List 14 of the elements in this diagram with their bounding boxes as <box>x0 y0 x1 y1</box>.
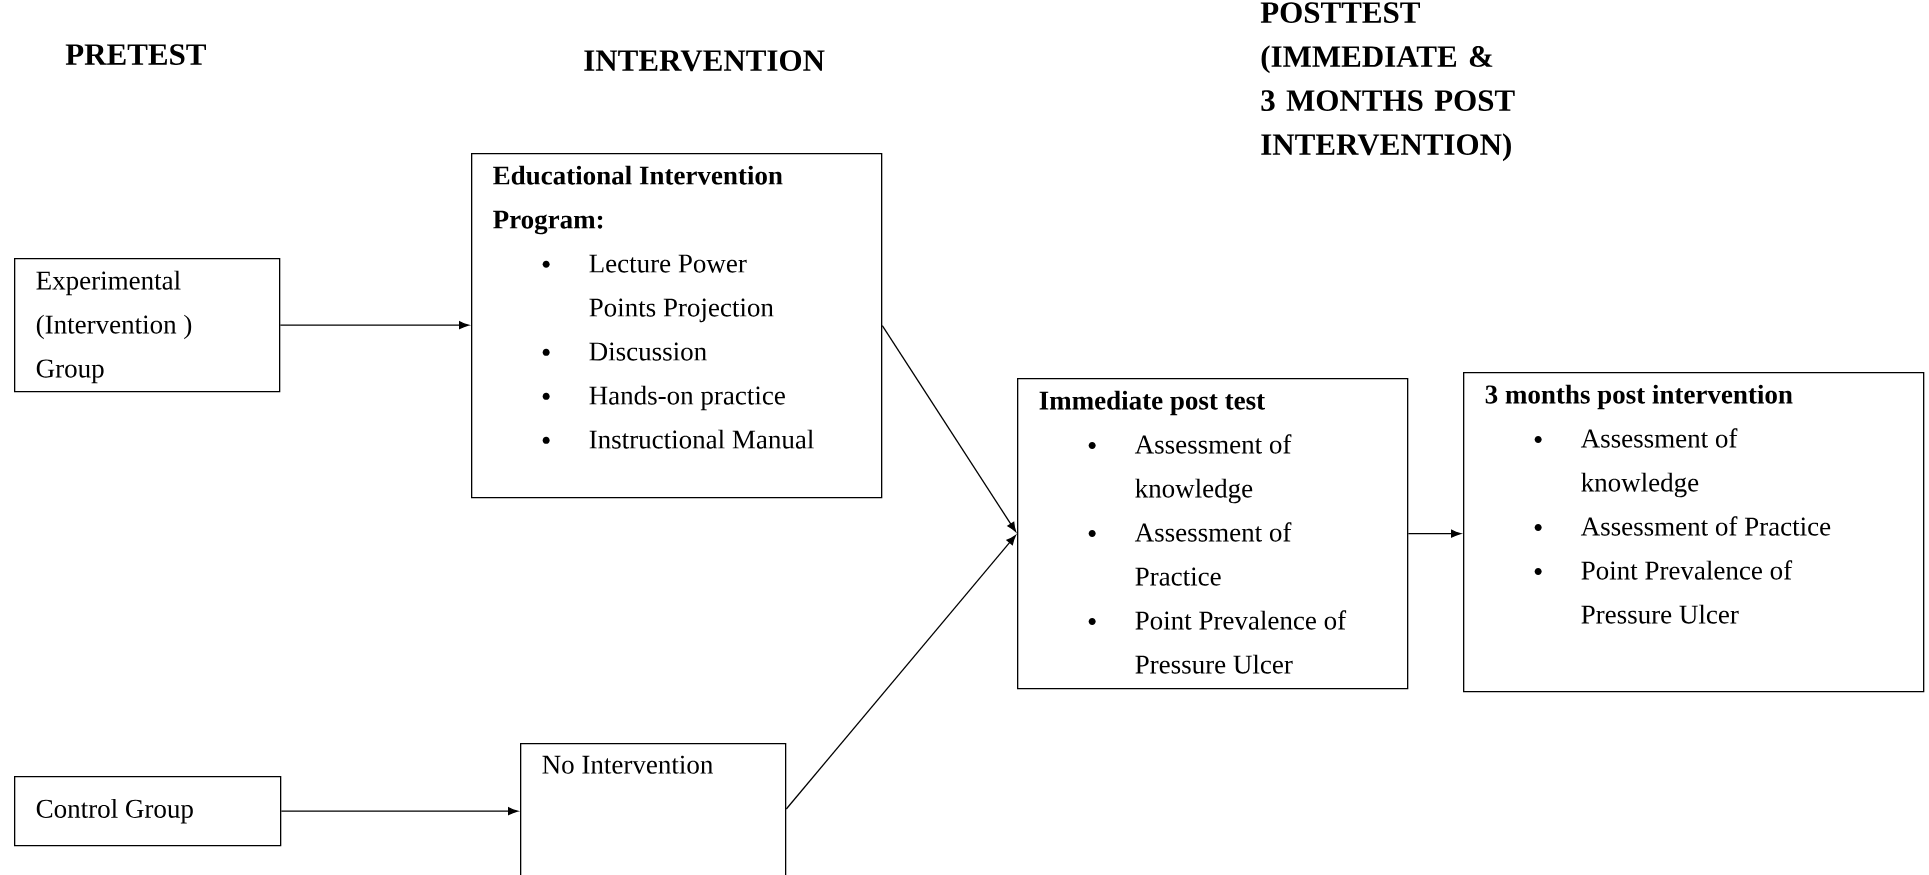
process-box: No Intervention <box>520 743 787 875</box>
process-box: Experimental (Intervention ) Group <box>14 258 281 393</box>
process-box: Educational Intervention Program: Lecture Power Points Projection Discussion Hands-on practice Instructional Manual <box>471 153 883 499</box>
column-heading: INTERVENTION <box>584 50 825 72</box>
arrow <box>280 807 518 816</box>
column-heading: POSTTEST (IMMEDIATE & 3 MONTHS POST INTERVENTION) <box>1260 2 1515 162</box>
column-heading: PRETEST <box>65 44 206 65</box>
process-box: 3 months post intervention Assessment of knowledge Assessment of Practice Point Prevalence of Pressure Ulcer <box>1463 372 1925 693</box>
arrow <box>1407 529 1461 538</box>
arrow <box>785 535 1016 810</box>
arrow <box>279 321 469 330</box>
process-box: Immediate post test Assessment of knowledge Assessment of Practice Point Prevalence of Pressure Ulcer <box>1017 378 1409 690</box>
process-box: Control Group <box>14 776 282 847</box>
arrow <box>881 325 1017 533</box>
